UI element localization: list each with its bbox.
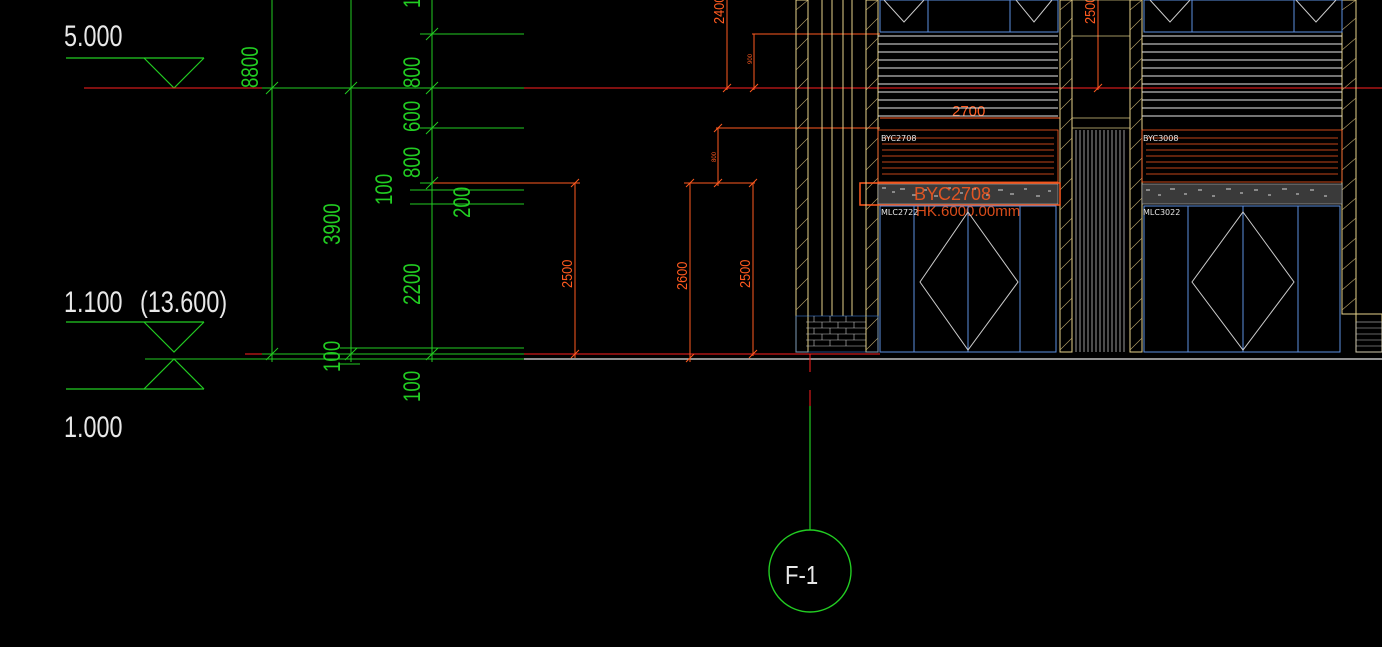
level-marker-top: 5.000: [64, 19, 205, 89]
middle-column-slats: [1071, 0, 1131, 352]
orange-dimension-lines: [433, 0, 1103, 363]
level-middle-text: 1.100: [64, 285, 123, 318]
dim-900-a: 900: [748, 53, 754, 64]
dim-2200: 2200: [399, 263, 426, 305]
lintel-bands: [877, 183, 1343, 205]
wall-hatch: [795, 0, 1357, 351]
dim-600: 600: [399, 101, 426, 132]
door-right: [1143, 205, 1341, 353]
level-bottom-text: 1.000: [64, 410, 123, 443]
level-top-text: 5.000: [64, 19, 123, 52]
level-marker-middle: 1.100 (13.600): [64, 285, 227, 353]
level-marker-bottom: 1.000: [64, 358, 205, 444]
shutter-box-left: [877, 129, 1059, 183]
label-byc-right: BYC3008: [1143, 134, 1178, 143]
dim-2500-top: 2500: [1081, 0, 1098, 24]
orange-dimension-texts: 2500 2600 2500 2400 2500 900 800 2700: [558, 0, 1098, 290]
dim-3900: 3900: [319, 203, 346, 245]
dim-2400: 2400: [710, 0, 727, 24]
dim-8800: 8800: [237, 46, 264, 88]
axis-bubble[interactable]: [768, 529, 852, 613]
dim-100-left: 100: [319, 341, 346, 372]
dim-2500-b: 2500: [736, 259, 753, 288]
overlay-text-1: BYC2708: [914, 184, 991, 204]
label-mlc-left: MLC2722: [881, 208, 918, 217]
label-byc-left: BYC2708: [881, 134, 916, 143]
axis-bubble-label: F-1: [785, 561, 818, 590]
dim-800-top: 800: [399, 57, 426, 88]
level-middle-alt-text: (13.600): [140, 285, 227, 318]
dim-800-small: 800: [712, 151, 718, 162]
louver-band-right: [1142, 35, 1342, 117]
dim-2700: 2700: [952, 103, 985, 120]
dim-800-mid: 800: [399, 147, 426, 178]
brick-base: [795, 315, 1382, 353]
dim-200: 200: [449, 187, 476, 218]
label-mlc-right: MLC3022: [1143, 208, 1180, 217]
axis-f1: F-1: [768, 354, 852, 613]
shutter-box-right: [1141, 129, 1343, 183]
door-left: [879, 205, 1057, 353]
dim-100-lower: 100: [399, 371, 426, 402]
green-dimension-texts: 8800 3900 2200 100 100 100 800 600 800 2…: [237, 0, 476, 402]
louver-band-left: [878, 35, 1058, 117]
elevation-building: BYC2708 HK.6000.00mm BYC2708 BYC3008 M: [795, 0, 1382, 353]
dim-top-clipped: 15: [399, 0, 426, 8]
dim-2500-a: 2500: [558, 259, 575, 288]
dim-2600: 2600: [673, 261, 690, 290]
dim-100-upper: 100: [371, 174, 398, 205]
